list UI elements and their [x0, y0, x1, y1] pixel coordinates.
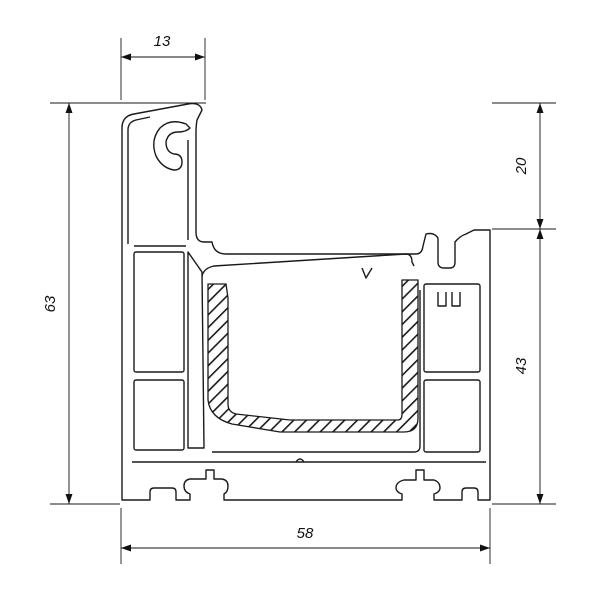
dim-label-upper-right: 20	[513, 157, 530, 175]
dim-label-total-width: 58	[297, 525, 314, 542]
right-chamber-upper	[423, 283, 481, 373]
left-chamber-upper	[133, 251, 185, 373]
dim-label-lower-right: 43	[513, 357, 530, 374]
dimension-lines	[50, 38, 556, 564]
top-hook	[153, 121, 191, 171]
dim-label-total-height: 63	[42, 295, 59, 312]
profile-outline	[121, 102, 491, 501]
right-chamber-lower	[423, 379, 481, 453]
outer-contour	[121, 102, 491, 501]
dim-label-top-width: 13	[154, 33, 171, 50]
left-chamber-lower	[133, 379, 185, 451]
steel-reinforcement	[207, 279, 419, 433]
